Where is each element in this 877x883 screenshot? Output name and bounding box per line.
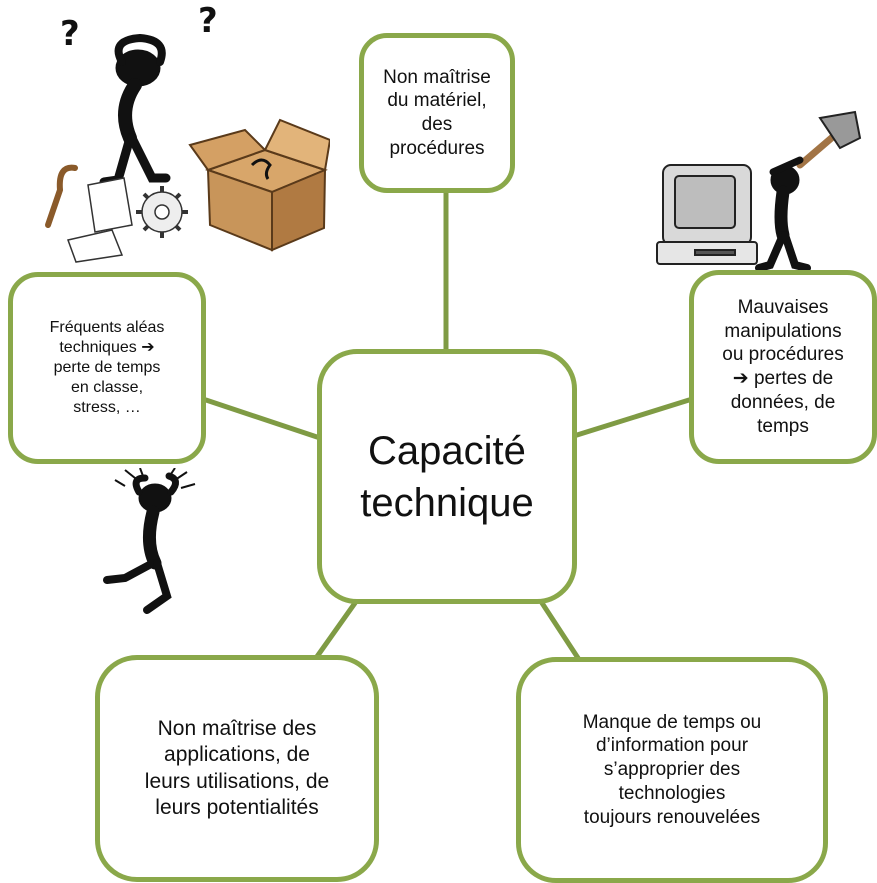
center-label: Capacité technique xyxy=(360,428,534,525)
svg-text:?: ? xyxy=(60,14,80,54)
node-bottom-right-text: Manque de temps ou d’information pour s’… xyxy=(582,711,762,828)
node-left-text: Fréquents aléas techniques ➔ perte de te… xyxy=(49,319,165,416)
node-right-text: Mauvaises manipulations ou procédures ➔ … xyxy=(722,296,844,437)
figure-hitting-computer-with-hammer-icon xyxy=(656,110,862,272)
node-left: Fréquents aléas techniques ➔ perte de te… xyxy=(8,272,206,464)
stressed-figure-icon xyxy=(103,468,196,614)
node-bottom-left: Non maîtrise des applications, de leurs … xyxy=(95,655,379,882)
node-bottom-left-text: Non maîtrise des applications, de leurs … xyxy=(144,717,330,819)
svg-text:?: ? xyxy=(198,1,218,41)
node-center: Capacité technique xyxy=(317,349,577,604)
node-bottom-right: Manque de temps ou d’information pour s’… xyxy=(516,657,828,883)
node-right: Mauvaises manipulations ou procédures ➔ … xyxy=(689,270,877,464)
confused-figure-with-box-icon: ? ? xyxy=(45,1,330,263)
node-top-text: Non maîtrise du matériel, des procédures xyxy=(383,66,491,159)
node-top: Non maîtrise du matériel, des procédures xyxy=(359,33,515,193)
